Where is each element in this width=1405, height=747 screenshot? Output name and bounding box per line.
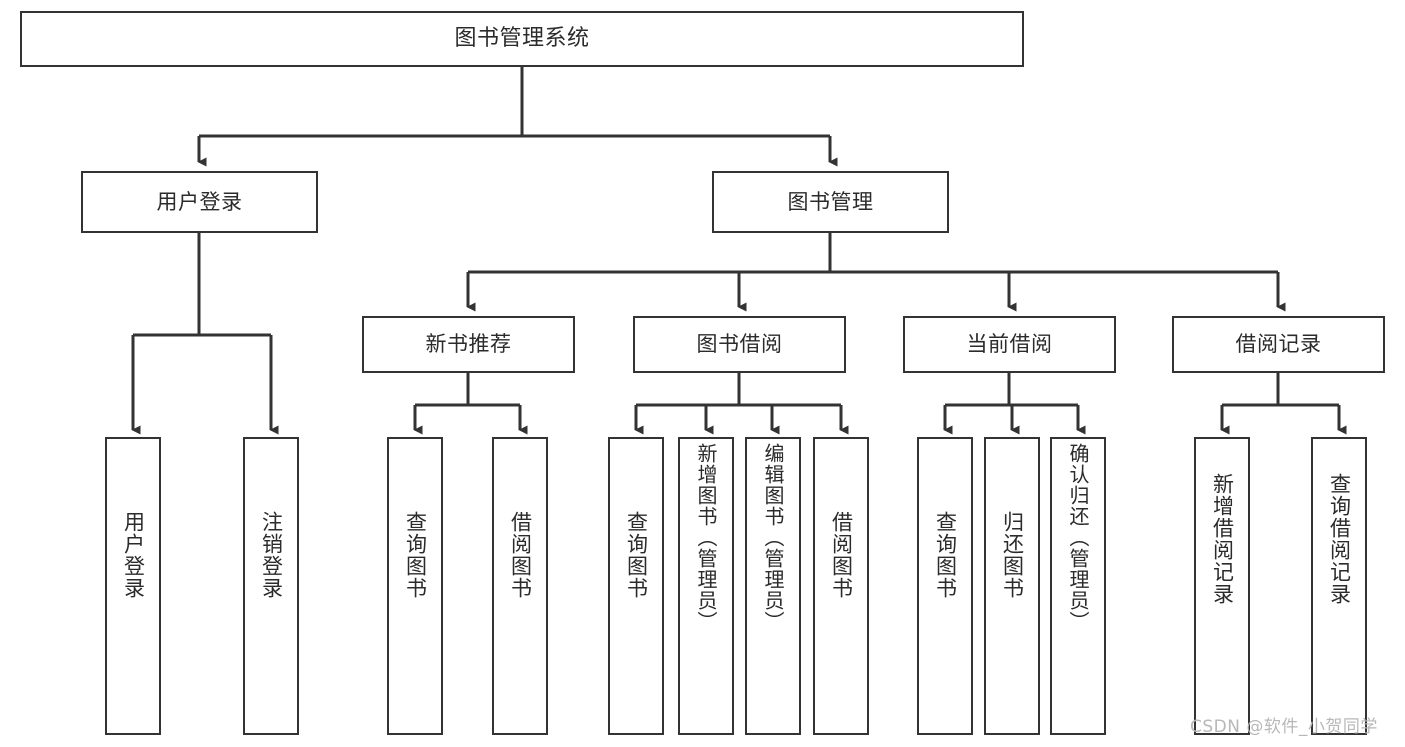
leaf-borrow-book-1[interactable]: 借阅图书 — [492, 437, 548, 735]
node-borrow-record[interactable]: 借阅记录 — [1172, 316, 1385, 373]
node-current-borrow-label: 当前借阅 — [966, 332, 1053, 357]
leaf-borrow-book-2-label: 借阅图书 — [829, 511, 854, 599]
node-new-book-recommend-label: 新书推荐 — [425, 332, 512, 357]
leaf-user-login[interactable]: 用户登录 — [105, 437, 161, 735]
leaf-logout-login[interactable]: 注销登录 — [243, 437, 299, 735]
leaf-borrow-book-1-label: 借阅图书 — [508, 511, 533, 599]
node-book-manage[interactable]: 图书管理 — [712, 171, 949, 233]
node-root[interactable]: 图书管理系统 — [20, 11, 1024, 67]
node-new-book-recommend[interactable]: 新书推荐 — [362, 316, 575, 373]
leaf-return-book-label: 归还图书 — [1000, 511, 1025, 599]
leaf-confirm-return[interactable]: 确认归还（管理员） — [1050, 437, 1106, 735]
node-root-label: 图书管理系统 — [454, 26, 590, 52]
leaf-edit-book-label: 编辑图书（管理员） — [761, 443, 785, 632]
leaf-logout-login-label: 注销登录 — [259, 511, 284, 599]
leaf-query-book-3[interactable]: 查询图书 — [917, 437, 973, 735]
leaf-add-record[interactable]: 新增借阅记录 — [1194, 437, 1250, 735]
csdn-watermark: CSDN @软件_小贺同学 — [1190, 717, 1378, 737]
leaf-query-book-1-label: 查询图书 — [403, 511, 428, 599]
leaf-add-record-label: 新增借阅记录 — [1210, 473, 1235, 605]
node-current-borrow[interactable]: 当前借阅 — [903, 316, 1116, 373]
leaf-confirm-return-label: 确认归还（管理员） — [1066, 443, 1090, 632]
node-book-borrow-label: 图书借阅 — [696, 332, 783, 357]
node-borrow-record-label: 借阅记录 — [1235, 332, 1322, 357]
leaf-return-book[interactable]: 归还图书 — [984, 437, 1040, 735]
node-book-manage-label: 图书管理 — [787, 189, 874, 214]
node-user-login-label: 用户登录 — [156, 189, 243, 214]
node-user-login[interactable]: 用户登录 — [81, 171, 318, 233]
leaf-query-book-3-label: 查询图书 — [933, 511, 958, 599]
leaf-query-book-1[interactable]: 查询图书 — [387, 437, 443, 735]
leaf-edit-book[interactable]: 编辑图书（管理员） — [745, 437, 801, 735]
node-book-borrow[interactable]: 图书借阅 — [633, 316, 846, 373]
leaf-query-book-2[interactable]: 查询图书 — [608, 437, 664, 735]
leaf-query-record-label: 查询借阅记录 — [1327, 473, 1352, 605]
leaf-user-login-label: 用户登录 — [121, 511, 146, 599]
leaf-borrow-book-2[interactable]: 借阅图书 — [813, 437, 869, 735]
leaf-add-book-label: 新增图书（管理员） — [694, 443, 718, 632]
leaf-add-book[interactable]: 新增图书（管理员） — [678, 437, 734, 735]
leaf-query-record[interactable]: 查询借阅记录 — [1311, 437, 1367, 735]
leaf-query-book-2-label: 查询图书 — [624, 511, 649, 599]
